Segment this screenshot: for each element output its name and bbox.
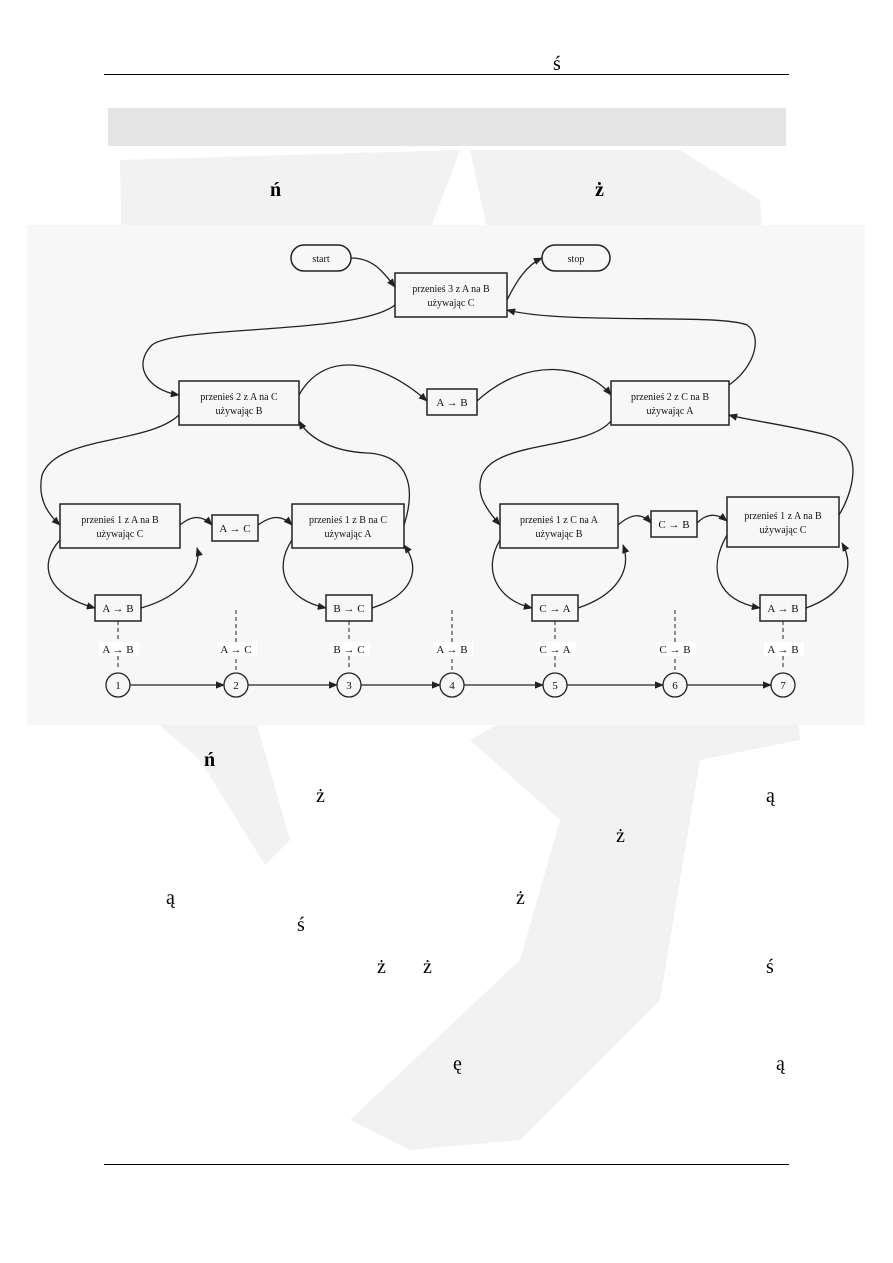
top-box	[394, 272, 508, 318]
low-box-1-line1: przenieś 1 z A na B	[81, 515, 159, 526]
header-glyph: ś	[553, 53, 561, 75]
stop-label: stop	[568, 254, 585, 265]
body-glyph-5a: ż	[377, 956, 386, 978]
low-box-1	[59, 503, 181, 549]
mid-left-box-line2: używając B	[216, 406, 263, 417]
top-box-line1: przenieś 3 z A na B	[412, 284, 490, 295]
low-box-2-line2: używając A	[325, 529, 373, 540]
body-glyph-3a: ą	[166, 887, 175, 909]
sequence-number-2: 2	[233, 680, 239, 692]
top-box-line2: używając C	[428, 298, 475, 309]
caption-glyph: ń	[204, 749, 216, 771]
body-glyph-6a: ę	[453, 1053, 462, 1075]
low-box-3-line2: używając B	[536, 529, 583, 540]
body-glyph-1a: ż	[316, 785, 325, 807]
sequence-number-4: 4	[449, 680, 455, 692]
sequence-number-7: 7	[780, 680, 786, 692]
body-glyph-2a: ż	[616, 825, 625, 847]
footer-rule	[104, 1164, 789, 1165]
low-box-3-line1: przenieś 1 z C na A	[520, 515, 599, 526]
body-glyph-4a: ś	[297, 914, 305, 936]
body-glyph-1b: ą	[766, 785, 775, 807]
mid-left-box-line1: przenieś 2 z A na C	[200, 392, 278, 403]
low-move-1	[211, 514, 259, 542]
heading-left-glyph: ń	[270, 179, 282, 201]
low-box-2-line1: przenieś 1 z B na C	[309, 515, 387, 526]
low-box-4-line2: używając C	[760, 525, 807, 536]
leaf-move-1-label: A → B	[102, 603, 133, 615]
sequence-label-1: A → B	[102, 644, 133, 656]
sequence-number-6: 6	[672, 680, 678, 692]
sequence-number-3: 3	[346, 680, 352, 692]
sequence-number-1: 1	[115, 680, 121, 692]
sequence-label-4: A → B	[436, 644, 467, 656]
leaf-move-2-label: B → C	[333, 603, 364, 615]
sequence-number-5: 5	[552, 680, 558, 692]
low-box-4	[726, 496, 840, 548]
body-glyph-6b: ą	[776, 1053, 785, 1075]
mid-right-box-line2: używając A	[647, 406, 695, 417]
mid-left-box	[178, 380, 300, 426]
sequence-label-2: A → C	[220, 644, 251, 656]
body-glyph-5b: ż	[423, 956, 432, 978]
leaf-move-4-label: A → B	[767, 603, 798, 615]
sequence-label-3: B → C	[333, 644, 364, 656]
mid-move-label: A → B	[436, 397, 467, 409]
low-move-1-label: A → C	[219, 523, 250, 535]
title-bar	[108, 108, 786, 146]
low-box-1-line2: używając C	[97, 529, 144, 540]
mid-move-box	[426, 388, 478, 416]
heading-right-glyph: ż	[595, 179, 604, 201]
sequence-label-6: C → B	[659, 644, 690, 656]
towers-of-hanoi-diagram: start stop przenieś 3 z A na B używając …	[27, 225, 865, 725]
start-label: start	[312, 254, 329, 265]
low-move-2-label: C → B	[658, 519, 689, 531]
low-box-3	[499, 503, 619, 549]
body-glyph-3b: ż	[516, 887, 525, 909]
low-box-4-line1: przenieś 1 z A na B	[744, 511, 822, 522]
low-box-2	[291, 503, 405, 549]
leaf-move-3-label: C → A	[539, 603, 570, 615]
sequence-label-5: C → A	[539, 644, 570, 656]
header-rule	[104, 74, 789, 75]
mid-right-box	[610, 380, 730, 426]
sequence-label-7: A → B	[767, 644, 798, 656]
low-move-2	[650, 510, 698, 538]
mid-right-box-line1: przenieś 2 z C na B	[631, 392, 709, 403]
body-glyph-5c: ś	[766, 956, 774, 978]
